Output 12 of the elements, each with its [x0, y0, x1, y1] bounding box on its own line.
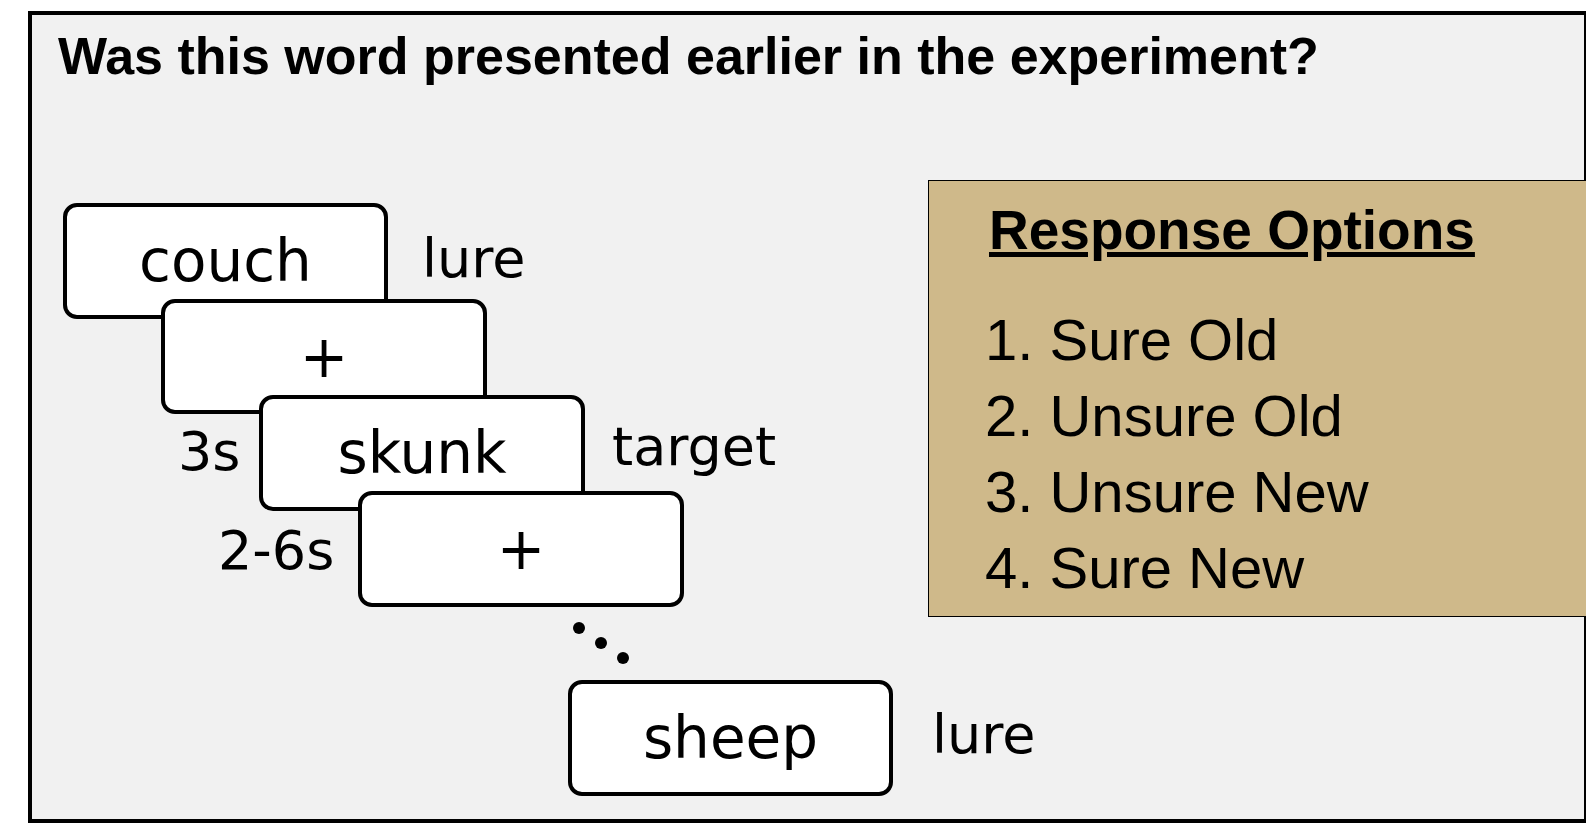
trial-type-label: target — [612, 420, 777, 474]
word-card: + — [358, 491, 684, 607]
option-item: 3. Unsure New — [985, 463, 1369, 521]
response-options-box — [928, 180, 1586, 617]
word-card: sheep — [568, 680, 893, 796]
duration-label: 3s — [178, 425, 241, 479]
option-item: 1. Sure Old — [985, 311, 1279, 369]
trial-type-label: lure — [422, 232, 526, 286]
trial-type-label: lure — [932, 708, 1036, 762]
duration-label: 2-6s — [218, 524, 335, 578]
option-item: 2. Unsure Old — [985, 387, 1343, 445]
option-item: 4. Sure New — [985, 539, 1305, 597]
